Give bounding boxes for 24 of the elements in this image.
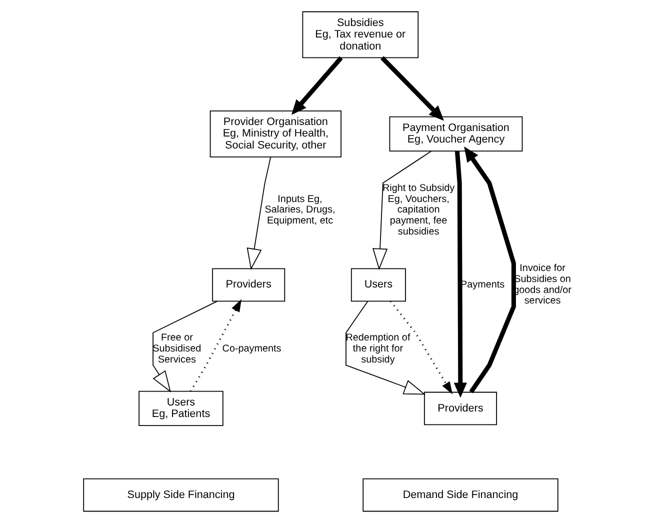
edge-label: Right to Subsidy Eg, Vouchers, capitation payment, fee subsidies	[382, 182, 455, 238]
node-box: Payment Organisation Eg, Voucher Agency	[389, 116, 523, 152]
arrow	[464, 146, 516, 394]
node-box: Providers	[424, 392, 497, 426]
label: Supply Side Financing	[127, 488, 235, 501]
node-box: Provider Organisation Eg, Ministry of Health, Social Security, other	[210, 110, 342, 158]
edge-label: Payments	[460, 279, 505, 290]
arrow	[454, 150, 467, 398]
label: Demand Side Financing	[402, 488, 518, 501]
node-box: Providers	[212, 268, 286, 302]
edge-label: Co-payments	[222, 343, 282, 354]
arrow	[380, 56, 444, 121]
arrow	[190, 299, 242, 392]
edge-label: Redemption of the right for subsidy	[346, 332, 410, 366]
arrow	[390, 300, 453, 394]
arrow	[346, 300, 426, 395]
arrow	[372, 150, 432, 270]
arrow	[246, 156, 272, 270]
node-box: Users	[350, 268, 406, 302]
edge-label: Inputs Eg, Salaries, Drugs, Equipment, etc	[264, 194, 336, 226]
node-box: Subsidies Eg, Tax revenue or donation	[302, 11, 419, 58]
arrow	[291, 56, 343, 115]
node-box: Users Eg, Patients	[138, 390, 224, 426]
arrow	[152, 300, 218, 392]
